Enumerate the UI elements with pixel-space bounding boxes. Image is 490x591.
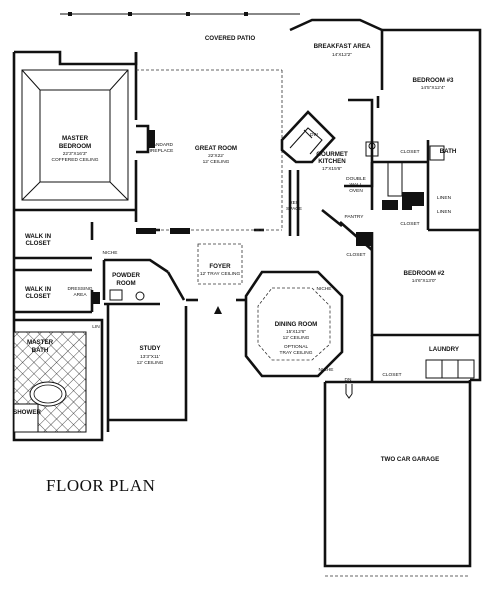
dining-note-2: OPTIONAL [284,344,309,350]
wall-fills [92,192,412,304]
master-bedroom-dims: 22'3"X16'3" [63,151,88,157]
linen-top-label: LINEN [437,195,452,201]
foyer-label: FOYER [209,263,231,270]
master-bath-label: MASTER [27,339,54,346]
entry-marker [214,306,222,314]
foyer-note: 12' TRAY CEILING [200,271,241,277]
dining-dims: 15'X12'6" [286,329,306,335]
great-room-note: 12' CEILING [203,159,230,165]
study-note: 12' CEILING [137,360,164,366]
dressing-label-2: AREA [73,292,87,298]
great-room-dims: 22'X22' [208,153,224,159]
master-bedroom-label-2: BEDROOM [59,143,91,150]
bedroom3-dims: 14'5"X12'4" [421,85,446,91]
fireplace-label-2: FIREPLACE [147,148,174,154]
master-bedroom-note: COFFERED CEILING [52,157,99,163]
niche2-label: NICHE [317,286,332,292]
oven-label: DOUBLE [346,176,366,182]
closet-b3b-label: CLOSET [400,221,419,227]
dressing-label: DRESSING [67,286,92,292]
walk-in-1-label: WALK IN [25,233,52,240]
kitchen-label: GOURMET [316,151,348,158]
walk-in-2-label-2: CLOSET [25,293,50,300]
master-bedroom-label: MASTER [62,135,89,142]
master-bath-tile [13,331,87,433]
closet-b2-label: CLOSET [346,252,365,258]
laundry-appliances [425,359,475,379]
master-bath-label-2: BATH [32,347,49,354]
bath-fixtures [382,145,445,210]
powder-label: POWDER [112,272,140,279]
dining-note-3: TRAY CEILING [280,350,313,356]
shower-label: SHOWER [13,409,41,416]
exterior-walls [12,13,482,568]
powder-fixtures [109,289,145,301]
garage-label: TWO CAR GARAGE [381,456,439,463]
bedroom2-dims: 14'6"X13'0" [412,278,437,284]
dining-label: DINING ROOM [275,321,318,328]
study-label: STUDY [140,345,162,352]
powder-label-2: ROOM [116,280,135,287]
great-room-label: GREAT ROOM [195,145,237,152]
linen-bottom-label: LINEN [437,209,452,215]
oven-label-2: WALL [350,182,363,188]
breakfast-dims: 14'X12'2" [332,52,352,58]
dining-room-walls [244,270,344,378]
kitchen-island [280,110,336,164]
oven-label-3: OVEN [349,188,363,194]
dw-label: DW [310,132,318,138]
bedroom3-label: BEDROOM #3 [413,77,454,84]
ref-label-2: SPACE [286,206,302,212]
laundry-label: LAUNDRY [429,346,460,353]
walk-in-2-label: WALK IN [25,286,52,293]
garage-steps [345,384,353,399]
pantry-label: PANTRY [344,214,364,220]
closet-garage-label: CLOSET [382,372,401,378]
kitchen-dims: 17'X15'6" [322,166,342,172]
patio-columns [68,12,248,16]
breakfast-label: BREAKFAST AREA [314,43,371,50]
dining-tray-ceiling [257,287,331,361]
plan-title: FLOOR PLAN [46,476,155,495]
ref-label: REF [289,200,299,206]
fireplace-label: STANDARD [147,142,174,148]
bedroom2-label: BEDROOM #2 [404,270,445,277]
dn-label: DN [345,377,352,383]
closet-b3-label: CLOSET [400,149,419,155]
coffered-ceiling [21,69,129,201]
kitchen-label-2: KITCHEN [318,158,346,165]
kitchen-counters [288,98,379,236]
fireplace [136,124,155,154]
patio-label: COVERED PATIO [205,35,255,42]
niche1-label: NICHE [103,250,118,256]
niche3-label: NICHE [319,367,334,373]
linen-master-label: LIN [92,324,100,330]
study-dims: 13'3"X11' [140,354,160,360]
foyer-tray-ceiling [197,243,243,285]
walk-in-1-label-2: CLOSET [25,240,50,247]
bath-label: BATH [440,148,457,155]
dining-note: 12' CEILING [283,335,310,341]
